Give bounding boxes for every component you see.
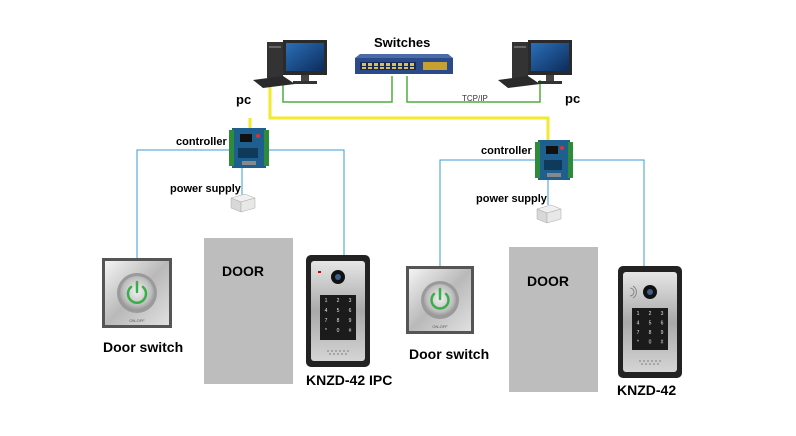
power-symbol-icon [126,280,148,304]
exit-button-icon: ON-OFF [406,266,474,334]
button-caption: ON-OFF [432,324,448,329]
keypad-key: 1 [637,311,640,317]
controller-label-right: controller [481,145,532,157]
controller-board-icon [229,128,269,168]
pc-icon [498,40,572,88]
wire-layer [136,76,645,268]
keypad-key: 4 [637,321,640,327]
tcp-ip-label: TCP/IP [462,94,488,103]
door-switch-label-right: Door switch [409,346,490,362]
keypad-key: 2 [337,298,340,304]
controller-board-icon [535,140,573,180]
keypad-key: 0 [337,328,340,334]
power-symbol-icon [430,287,450,310]
signal-wire [136,149,645,268]
keypad-key: 7 [325,318,328,324]
pc-label-right: pc [565,91,581,106]
exit-button-icon: ON-OFF [102,258,172,328]
rfid-icon [629,285,637,299]
keypad-key: 7 [637,330,640,336]
keypad-key: 6 [661,321,664,327]
door-left [204,238,293,384]
power-supply-label-right: power supply [476,193,547,205]
keypad-key: 9 [349,318,352,324]
keypad-key: 3 [349,298,352,304]
power-supply-icon [536,204,562,224]
switch-ports [362,63,414,69]
speaker-grille [327,350,349,355]
intercom-label-left: KNZD-42 IPC [306,372,393,388]
network-switch-icon [355,54,453,74]
button-caption: ON-OFF [129,318,145,323]
door-label-right: DOOR [527,273,569,289]
power-supply-label-left: power supply [170,183,241,195]
keypad-key: 2 [649,311,652,317]
lan-cable [248,82,550,142]
intercom-icon: 1 2 3 4 5 6 7 8 9 * 0 # [618,266,682,378]
keypad-key: # [349,328,352,334]
keypad-key: 5 [337,308,340,314]
keypad-key: 5 [649,321,652,327]
keypad-key: 8 [649,330,652,336]
door-right [509,247,598,392]
keypad-key: 9 [661,330,664,336]
keypad: 1 2 3 4 5 6 7 8 9 * 0 # [637,311,664,346]
keypad-key: 4 [325,308,328,314]
keypad-key: * [325,328,327,334]
door-label-left: DOOR [222,263,264,279]
tcp-ip-line [282,76,541,103]
pc-label-left: pc [236,92,252,107]
keypad-key: 1 [325,298,328,304]
controller-label-left: controller [176,136,227,148]
keypad: 1 2 3 4 5 6 7 8 9 * 0 # [325,298,352,334]
keypad-key: 0 [649,340,652,346]
speaker-grille [639,360,661,365]
pc-icon [253,40,327,88]
switches-label: Switches [374,35,431,50]
keypad-key: # [661,340,664,346]
door-switch-label-left: Door switch [103,339,184,355]
intercom-label-right: KNZD-42 [617,382,677,398]
power-supply-icon [230,193,256,213]
keypad-key: 8 [337,318,340,324]
intercom-icon: 1 2 3 4 5 6 7 8 9 * 0 # [306,255,370,367]
keypad-key: * [637,340,639,346]
keypad-key: 6 [349,308,352,314]
keypad-key: 3 [661,311,664,317]
